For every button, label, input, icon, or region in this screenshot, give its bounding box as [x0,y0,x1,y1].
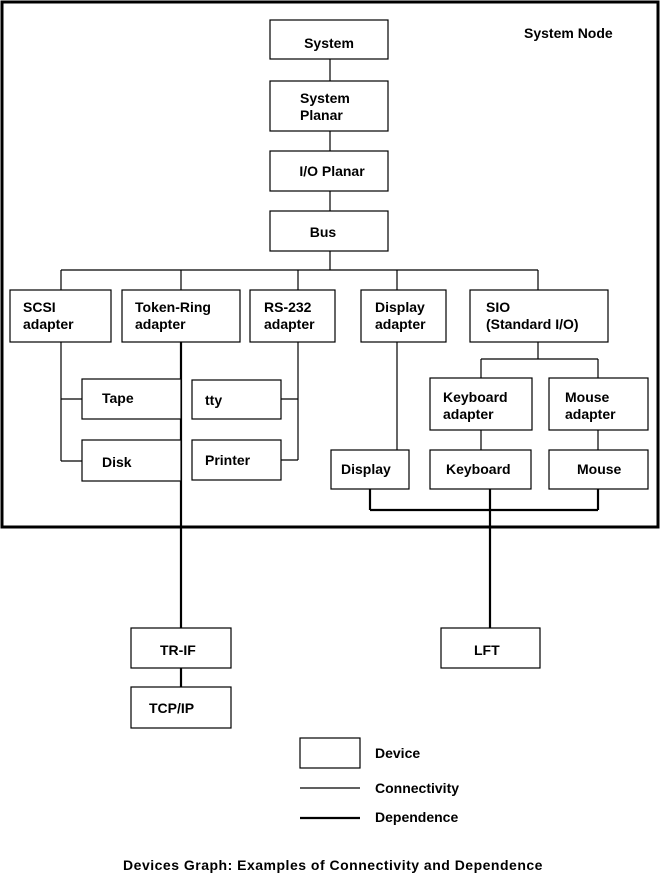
svg-text:TR-IF: TR-IF [160,642,196,658]
svg-text:Mouse: Mouse [565,389,610,405]
svg-text:LFT: LFT [474,642,500,658]
box-tty: tty [191,379,282,420]
legend: Device Connectivity Dependence [299,737,459,825]
box-sio: SIO (Standard I/O) [469,289,609,343]
legend-device-swatch [299,737,361,769]
box-keyboard-adapter: Keyboard adapter [429,377,533,431]
svg-text:TCP/IP: TCP/IP [149,700,194,716]
box-bus: Bus [269,210,389,252]
box-display: Display [330,449,410,490]
box-mouse-adapter: Mouse adapter [548,377,649,431]
connectivity-lines [60,59,599,462]
svg-text:(Standard I/O): (Standard I/O) [486,316,579,332]
svg-text:tty: tty [205,392,222,408]
svg-text:Bus: Bus [310,224,337,240]
svg-text:adapter: adapter [135,316,186,332]
svg-text:Display: Display [341,461,391,477]
system-node-label: System Node [524,25,613,41]
legend-dependence-label: Dependence [375,809,458,825]
box-io-planar: I/O Planar [269,150,389,192]
box-tape: Tape [81,378,182,420]
svg-text:Tape: Tape [102,390,134,406]
box-rs232-adapter: RS-232 adapter [249,289,336,343]
svg-text:adapter: adapter [375,316,426,332]
box-system: System [269,19,389,60]
svg-text:RS-232: RS-232 [264,299,312,315]
svg-text:System: System [300,90,350,106]
svg-text:Disk: Disk [102,454,132,470]
svg-text:System: System [304,35,354,51]
svg-text:SIO: SIO [486,299,510,315]
svg-text:adapter: adapter [565,406,616,422]
box-mouse: Mouse [548,449,649,490]
diagram-caption: Devices Graph: Examples of Connectivity … [123,857,543,873]
box-printer: Printer [191,439,282,481]
box-tcp-ip: TCP/IP [130,686,232,729]
svg-text:Display: Display [375,299,425,315]
svg-text:adapter: adapter [264,316,315,332]
legend-connectivity-label: Connectivity [375,780,459,796]
box-tr-if: TR-IF [130,627,232,669]
system-node-frame [0,0,660,529]
svg-text:Keyboard: Keyboard [446,461,511,477]
svg-text:Mouse: Mouse [577,461,622,477]
svg-text:Token-Ring: Token-Ring [135,299,211,315]
svg-text:Printer: Printer [205,452,251,468]
svg-text:adapter: adapter [23,316,74,332]
svg-text:adapter: adapter [443,406,494,422]
box-lft: LFT [440,627,541,669]
svg-text:SCSI: SCSI [23,299,56,315]
box-disk: Disk [81,439,182,482]
svg-text:I/O Planar: I/O Planar [299,163,365,179]
box-system-planar: System Planar [269,80,389,132]
box-token-ring-adapter: Token-Ring adapter [121,289,241,343]
svg-text:Keyboard: Keyboard [443,389,508,405]
box-keyboard: Keyboard [429,449,532,490]
svg-text:Planar: Planar [300,107,343,123]
box-display-adapter: Display adapter [360,289,447,343]
legend-device-label: Device [375,745,420,761]
box-scsi-adapter: SCSI adapter [9,289,112,343]
